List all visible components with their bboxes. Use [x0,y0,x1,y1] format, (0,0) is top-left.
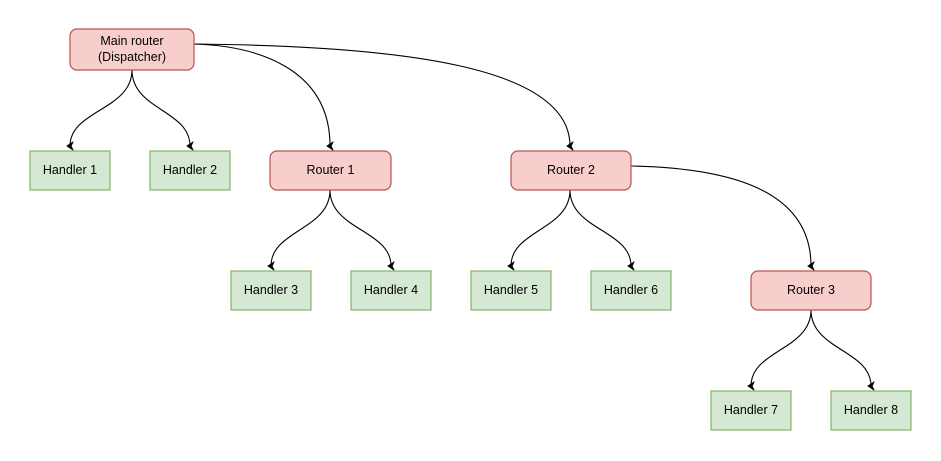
handler-4-box [350,270,432,311]
edge-main-to-router-2 [193,43,570,146]
handler-6-box [590,270,672,311]
edge-router3-to-handler-8 [810,309,871,386]
handler-5-label: Handler 5 [484,283,538,297]
node-handler-4[interactable]: Handler 4 [350,270,432,311]
edge-router2-to-handler-6 [569,189,631,266]
edge-main-to-handler-2 [131,69,190,146]
node-handler-7[interactable]: Handler 7 [710,390,792,431]
edge-router2-to-router-3 [630,165,811,266]
edge-main-to-handler-1 [70,69,133,146]
handler-8-box [830,390,912,431]
node-handler-3[interactable]: Handler 3 [230,270,312,311]
handler-4-label: Handler 4 [364,283,418,297]
handler-8-label: Handler 8 [844,403,898,417]
node-router-1[interactable]: Router 1 [269,150,392,191]
nodes-layer: Main router (Dispatcher) Handler 1 Handler … [29,28,912,431]
node-main-router[interactable]: Main router (Dispatcher) [69,28,195,71]
router-2-label: Router 2 [547,163,595,177]
main-router-box [69,28,195,71]
handler-2-box [149,150,231,191]
handler-7-label: Handler 7 [724,403,778,417]
node-handler-6[interactable]: Handler 6 [590,270,672,311]
router-2-box [510,150,632,191]
edge-main-to-router-1 [193,43,330,146]
node-router-2[interactable]: Router 2 [510,150,632,191]
handler-2-label: Handler 2 [163,163,217,177]
handler-7-box [710,390,792,431]
node-handler-1[interactable]: Handler 1 [29,150,111,191]
edge-router1-to-handler-3 [271,189,331,266]
handler-3-box [230,270,312,311]
router-3-label: Router 3 [787,283,835,297]
main-router-label: Main router [100,34,163,48]
node-handler-5[interactable]: Handler 5 [470,270,552,311]
handler-3-label: Handler 3 [244,283,298,297]
router-1-label: Router 1 [307,163,355,177]
handler-1-box [29,150,111,191]
router-1-box [269,150,392,191]
edges-layer [70,43,871,386]
router-3-box [750,270,872,311]
edge-router1-to-handler-4 [329,189,391,266]
handler-5-box [470,270,552,311]
node-router-3[interactable]: Router 3 [750,270,872,311]
edge-router2-to-handler-5 [511,189,571,266]
handler-1-label: Handler 1 [43,163,97,177]
main-router-label-secondary: (Dispatcher) [98,50,166,64]
edge-router3-to-handler-7 [751,309,812,386]
handler-6-label: Handler 6 [604,283,658,297]
node-handler-2[interactable]: Handler 2 [149,150,231,191]
node-handler-8[interactable]: Handler 8 [830,390,912,431]
